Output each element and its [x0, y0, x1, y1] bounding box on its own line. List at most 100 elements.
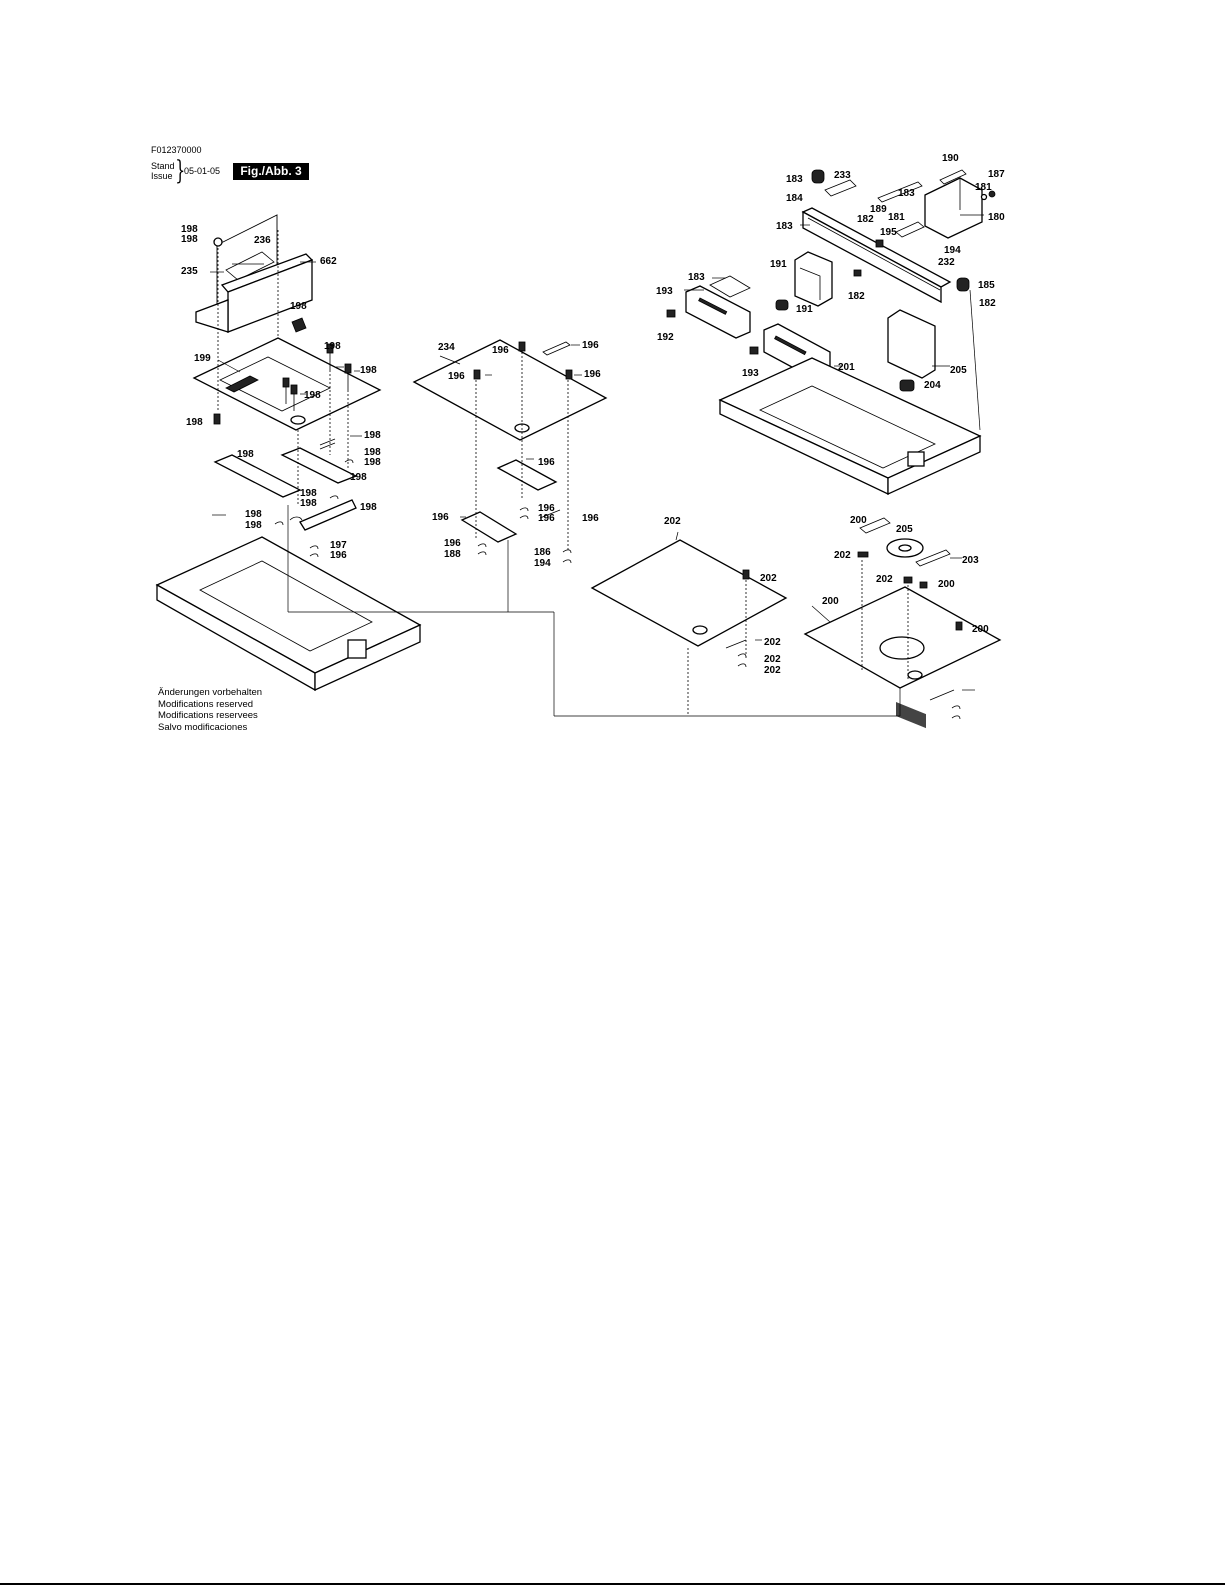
sticker-233 — [877, 181, 923, 203]
knob-193-b — [899, 379, 915, 392]
screw-196-c — [565, 369, 573, 380]
part-label-200: 200 — [972, 624, 989, 635]
sticker-236 — [225, 251, 275, 281]
stand-label: Stand — [151, 161, 175, 171]
part-label-198: 198 — [181, 234, 198, 245]
ring-204-inner — [898, 544, 912, 552]
part-label-198: 198 — [360, 502, 377, 513]
mod-line-fr: Modifications reservees — [158, 710, 258, 721]
knob-194-b — [956, 277, 970, 292]
side-plate-191-a — [685, 285, 751, 339]
part-label-236: 236 — [254, 235, 271, 246]
base-left-opening — [199, 560, 373, 652]
part-label-234: 234 — [438, 342, 455, 353]
part-label-232: 232 — [938, 257, 955, 268]
part-label-190: 190 — [942, 153, 959, 164]
part-label-191: 191 — [770, 259, 787, 270]
part-label-196: 196 — [538, 513, 555, 524]
base-table-left-side — [314, 623, 421, 692]
document-id: F012370000 — [151, 145, 202, 155]
part-label-202: 202 — [764, 665, 781, 676]
part-label-198: 198 — [324, 341, 341, 352]
fence-foot — [195, 299, 229, 333]
lower-bracket-c — [299, 499, 357, 531]
part-label-189: 189 — [870, 204, 887, 215]
router-plate-opening — [879, 636, 925, 660]
part-label-183: 183 — [898, 188, 915, 199]
base-right-opening — [759, 385, 936, 469]
part-label-182: 182 — [857, 214, 874, 225]
part-label-198: 198 — [300, 488, 317, 499]
screw-202-a — [857, 551, 869, 558]
part-label-188: 188 — [444, 549, 461, 560]
screw-202-c — [919, 581, 928, 589]
sticker-205-b — [915, 549, 951, 567]
part-label-180: 180 — [988, 212, 1005, 223]
part-label-198: 198 — [237, 449, 254, 460]
part-label-200: 200 — [938, 579, 955, 590]
screw-182-b — [666, 309, 676, 318]
mod-line-es: Salvo modificaciones — [158, 721, 248, 733]
part-label-199: 199 — [194, 353, 211, 364]
part-label-201: 201 — [838, 362, 855, 373]
slot-191-b — [774, 335, 807, 356]
middle-assembly — [412, 339, 608, 564]
modifications-note: Änderungen vorbehalten Modifications res… — [158, 687, 262, 733]
wing-nuts-left — [274, 438, 354, 558]
part-label-183: 183 — [776, 221, 793, 232]
slot-191-a — [698, 297, 728, 315]
part-label-196: 196 — [444, 538, 461, 549]
screw-196-b — [473, 369, 481, 380]
part-label-181: 181 — [975, 182, 992, 193]
part-label-184: 184 — [786, 193, 803, 204]
part-label-193: 193 — [742, 368, 759, 379]
guard-192 — [887, 309, 936, 379]
part-label-200: 200 — [850, 515, 867, 526]
part-label-196: 196 — [538, 503, 555, 514]
sticker-232 — [709, 275, 751, 298]
part-label-193: 193 — [656, 286, 673, 297]
base-left-lug — [347, 639, 367, 659]
router-plate-hole — [907, 670, 923, 680]
guard-192-grille — [896, 702, 926, 729]
sticker-190 — [824, 179, 857, 197]
part-label-194: 194 — [944, 245, 961, 256]
wing-nuts-middle — [477, 507, 572, 564]
screw-196-a — [518, 341, 526, 352]
part-label-198: 198 — [304, 390, 321, 401]
part-label-198: 198 — [181, 224, 198, 235]
table-insert-197 — [412, 339, 608, 441]
screw-185 — [853, 269, 862, 277]
mod-line-de: Änderungen vorbehalten — [158, 687, 263, 698]
part-label-192: 192 — [657, 332, 674, 343]
part-label-196: 196 — [448, 371, 465, 382]
small-clamp — [291, 317, 307, 333]
knob-193-a — [775, 299, 789, 311]
brace-glyph: } — [175, 156, 186, 186]
bracket-196-upper — [496, 459, 558, 491]
part-label-198: 198 — [300, 498, 317, 509]
part-label-202: 202 — [834, 550, 851, 561]
part-label-198: 198 — [364, 430, 381, 441]
part-label-235: 235 — [181, 266, 198, 277]
part-label-662: 662 — [320, 256, 337, 267]
sticker-205-a — [859, 517, 891, 534]
bracket-196-lower — [460, 511, 518, 543]
part-label-233: 233 — [834, 170, 851, 181]
screw-182-c — [749, 346, 759, 355]
part-label-198: 198 — [245, 520, 262, 531]
bottom-rule — [0, 1583, 1225, 1585]
part-label-198: 198 — [290, 301, 307, 312]
insert-201-hole — [692, 625, 708, 635]
part-label-204: 204 — [924, 380, 941, 391]
part-label-202: 202 — [664, 516, 681, 527]
part-label-182: 182 — [979, 298, 996, 309]
part-label-198: 198 — [186, 417, 203, 428]
part-label-198: 198 — [364, 457, 381, 468]
part-label-202: 202 — [764, 637, 781, 648]
part-label-202: 202 — [760, 573, 777, 584]
left-assembly — [155, 214, 422, 692]
part-label-202: 202 — [764, 654, 781, 665]
screw-set-left — [213, 237, 352, 425]
screw-202-d — [955, 621, 963, 631]
